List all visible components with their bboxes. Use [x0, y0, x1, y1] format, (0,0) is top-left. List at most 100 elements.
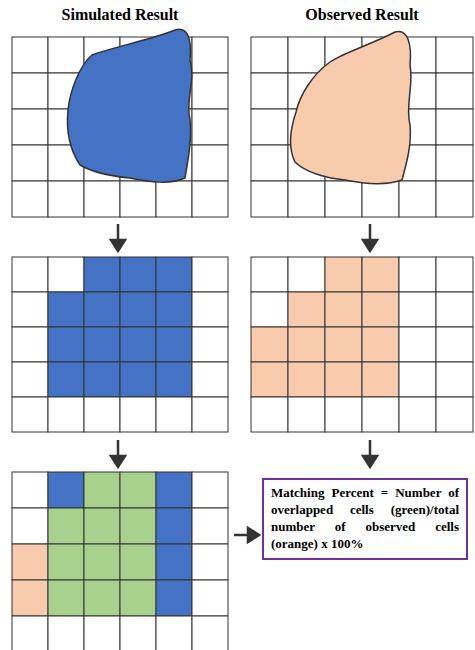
grid-cell: [192, 181, 228, 217]
grid-cell: [362, 397, 399, 432]
grid-cell: [48, 37, 84, 73]
observed-blob: [291, 31, 411, 183]
column-header: Observed Result: [305, 6, 418, 24]
grid-cell: [436, 73, 473, 109]
grid-cell: [156, 362, 192, 397]
grid-cell: [156, 181, 192, 217]
grid-cell: [325, 362, 362, 397]
grid-cell: [48, 508, 84, 544]
grid-cell: [251, 73, 288, 109]
grid-cell: [399, 362, 436, 397]
grid-cell: [120, 327, 156, 362]
grid-cell: [120, 544, 156, 580]
grid-cell: [48, 362, 84, 397]
grid-cell: [84, 362, 120, 397]
grid-cell: [399, 292, 436, 327]
grid-cell: [48, 257, 84, 292]
grid-cell: [156, 544, 192, 580]
grid-cell: [12, 580, 48, 616]
grid-cell: [362, 292, 399, 327]
grid-cell: [120, 580, 156, 616]
grid-cell: [288, 397, 325, 432]
grid-cell: [12, 181, 48, 217]
grid-cell: [192, 580, 228, 616]
grid-cell: [84, 397, 120, 432]
grid-cell: [84, 292, 120, 327]
grid-cell: [84, 616, 120, 650]
simulated-blob: [68, 29, 192, 182]
grid-cell: [120, 616, 156, 650]
grid-cell: [192, 292, 228, 327]
grid-cell: [288, 292, 325, 327]
grid-cell: [48, 544, 84, 580]
formula-text: Matching Percent = Number of overlapped …: [271, 485, 459, 553]
grid-cell: [192, 73, 228, 109]
grid-cell: [192, 397, 228, 432]
grid-cell: [192, 472, 228, 508]
grid-cell: [288, 327, 325, 362]
grid-cell: [12, 37, 48, 73]
grid-cell: [436, 362, 473, 397]
grid-cell: [12, 472, 48, 508]
grid-cell: [399, 257, 436, 292]
grid-cell: [192, 508, 228, 544]
grid-cell: [156, 616, 192, 650]
grid-cell: [156, 580, 192, 616]
grid-cell: [192, 257, 228, 292]
grid-cell: [436, 37, 473, 73]
grid-cell: [84, 257, 120, 292]
grid-cell: [12, 327, 48, 362]
grid-cell: [362, 181, 399, 217]
grid-cell: [12, 508, 48, 544]
grid-cell: [48, 181, 84, 217]
grid-cell: [120, 362, 156, 397]
grid-cell: [192, 37, 228, 73]
grid-cell: [399, 327, 436, 362]
grid-cell: [251, 327, 288, 362]
grid-cell: [288, 257, 325, 292]
grid-cell: [436, 397, 473, 432]
grid-cell: [156, 257, 192, 292]
grid-cell: [156, 292, 192, 327]
grid-cell: [12, 292, 48, 327]
grid-cell: [251, 292, 288, 327]
grid-cell: [399, 397, 436, 432]
grid-cell: [325, 327, 362, 362]
grid-cell: [120, 397, 156, 432]
grid-cell: [436, 257, 473, 292]
grid-cell: [12, 362, 48, 397]
grid-cell: [325, 397, 362, 432]
grid-cell: [48, 472, 84, 508]
grid-cell: [12, 257, 48, 292]
grid-cell: [12, 109, 48, 145]
grid-cell: [12, 73, 48, 109]
grid-cell: [12, 397, 48, 432]
grid-cell: [120, 292, 156, 327]
grid-cell: [120, 472, 156, 508]
grid-cell: [436, 145, 473, 181]
grid-cell: [436, 327, 473, 362]
grid-cell: [362, 257, 399, 292]
grid-cell: [192, 327, 228, 362]
grid-cell: [48, 292, 84, 327]
grid-cell: [120, 257, 156, 292]
grid-cell: [156, 472, 192, 508]
grid-cell: [192, 109, 228, 145]
grid-cell: [84, 544, 120, 580]
grid-cell: [436, 292, 473, 327]
grid-cell: [120, 181, 156, 217]
grid-cell: [48, 616, 84, 650]
grid-cell: [84, 472, 120, 508]
grid-cell: [251, 362, 288, 397]
grid-cell: [325, 181, 362, 217]
grid-cell: [12, 145, 48, 181]
grid-cell: [84, 181, 120, 217]
grid-cell: [251, 109, 288, 145]
grid-cell: [325, 292, 362, 327]
grid-cell: [192, 544, 228, 580]
grid-cell: [192, 616, 228, 650]
grid-cell: [192, 362, 228, 397]
grid-cell: [251, 37, 288, 73]
grid-cell: [362, 327, 399, 362]
